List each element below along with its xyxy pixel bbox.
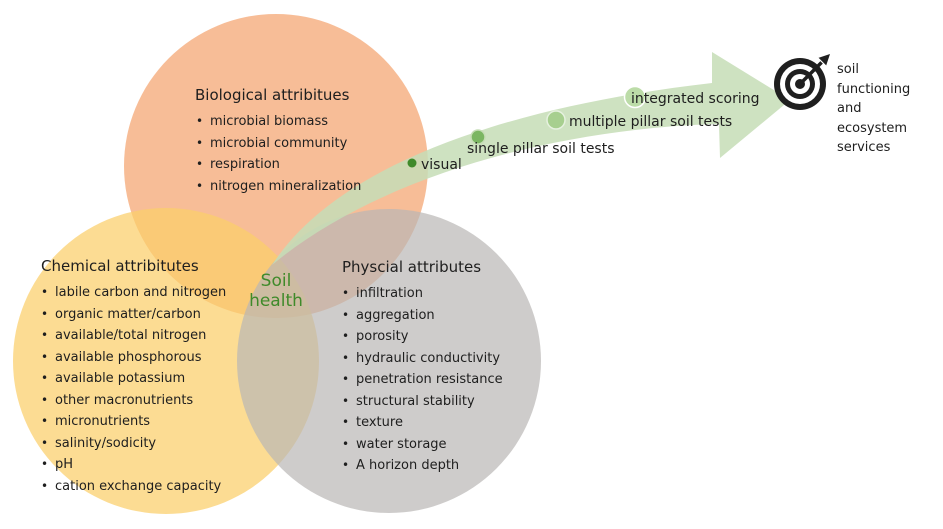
- goal-line: functioning: [837, 81, 911, 97]
- list-item: •salinity/sodicity: [41, 435, 157, 451]
- goal-line: soil: [837, 62, 859, 77]
- list-item: •cation exchange capacity: [41, 478, 222, 494]
- list-item: •aggregation: [342, 307, 435, 323]
- list-item: •micronutrients: [41, 414, 151, 429]
- chemical-title: Chemical attribitutes: [41, 257, 199, 275]
- list-item: •hydraulic conductivity: [342, 350, 501, 366]
- list-item: •organic matter/carbon: [41, 306, 201, 322]
- soil-health-line2: health: [249, 291, 303, 311]
- list-item: •penetration resistance: [342, 372, 503, 387]
- soil-health-line1: Soil: [260, 271, 292, 291]
- list-item: •nitrogen mineralization: [196, 178, 362, 194]
- list-item: •respiration: [196, 157, 280, 172]
- target-icon: [774, 54, 830, 110]
- list-item: •porosity: [342, 329, 409, 344]
- list-item: •available potassium: [41, 371, 186, 386]
- goal-line: and: [837, 101, 862, 116]
- step-visual: visual: [421, 157, 462, 173]
- biological-list: •microbial biomass •microbial community …: [196, 111, 361, 197]
- goal-line: ecosystem: [837, 120, 908, 136]
- soil-health-label: Soil health: [244, 271, 308, 311]
- list-item: •other macronutrients: [41, 392, 194, 408]
- chemical-circle: [13, 208, 319, 514]
- list-item: •A horizon depth: [342, 458, 460, 473]
- step-marker-multiple-pillar: [546, 110, 566, 130]
- step-single-pillar: single pillar soil tests: [467, 141, 615, 157]
- physical-title: Physcial attributes: [342, 258, 482, 276]
- progression-arrow: [272, 52, 790, 265]
- goal-text: soil functioning and ecosystem services: [837, 60, 910, 158]
- step-marker-visual: [407, 158, 417, 168]
- list-item: •pH: [41, 457, 74, 472]
- physical-circle: [237, 209, 541, 513]
- list-item: •water storage: [342, 436, 447, 452]
- list-item: •labile carbon and nitrogen: [41, 285, 227, 300]
- biological-title: Biological attribitues: [195, 86, 350, 104]
- goal-line: services: [837, 140, 891, 155]
- list-item: •microbial community: [196, 135, 348, 151]
- step-multiple-pillar: multiple pillar soil tests: [569, 114, 733, 130]
- step-integrated: integrated scoring: [631, 91, 760, 107]
- list-item: •texture: [342, 415, 403, 430]
- list-item: •available/total nitrogen: [41, 328, 207, 343]
- list-item: •infiltration: [342, 286, 423, 301]
- list-item: •available phosphorous: [41, 349, 202, 365]
- physical-list: •infiltration •aggregation •porosity •hy…: [342, 283, 503, 477]
- step-marker-integrated: [623, 85, 647, 109]
- step-marker-single-pillar: [470, 129, 486, 145]
- list-item: •microbial biomass: [196, 114, 329, 129]
- chemical-list: •labile carbon and nitrogen •organic mat…: [41, 282, 226, 497]
- list-item: •structural stability: [342, 393, 475, 409]
